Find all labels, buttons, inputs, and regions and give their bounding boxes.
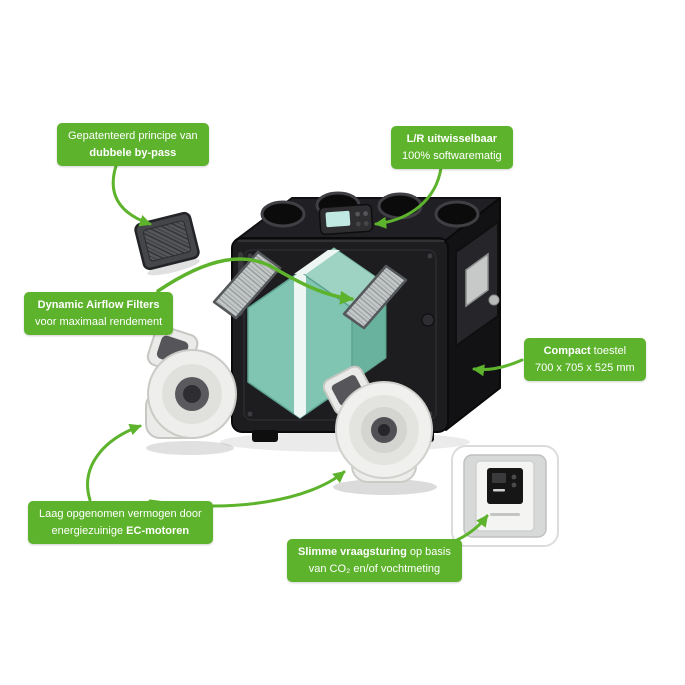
callout-compact-line1-rest: toestel	[590, 345, 627, 357]
callout-ec-motors: Laag opgenomen vermogen door energiezuin…	[28, 501, 213, 544]
callout-ec-line2-bold: EC-motoren	[126, 524, 190, 537]
callout-demand-line1-bold: Slimme vraagsturing	[298, 546, 407, 558]
hook-icon	[488, 294, 500, 306]
latch-icon	[421, 313, 435, 327]
callout-ec-line1: Laag opgenomen vermogen door	[39, 508, 202, 520]
controller-button-icon	[511, 474, 517, 480]
mounting-bracket-icon	[465, 252, 489, 308]
arrow-lr	[374, 166, 443, 229]
filter-panel-right	[342, 264, 408, 330]
air-ports	[260, 191, 480, 228]
unit-foot	[252, 430, 278, 442]
wall-controller	[451, 445, 559, 547]
callout-ec-line2-pre: energiezuinige	[51, 524, 127, 537]
air-port-icon	[434, 200, 480, 228]
callout-filters: Dynamic Airflow Filters voor maximaal re…	[24, 292, 174, 335]
arrow-filters	[156, 257, 355, 305]
display-button-icon	[355, 211, 361, 217]
screw-icon	[427, 253, 433, 259]
callout-compact-line2: 700 x 705 x 525 mm	[535, 361, 635, 374]
display-button-icon	[355, 221, 361, 227]
screw-icon	[247, 253, 253, 259]
callout-lr-line1: L/R uitwisselbaar	[406, 133, 498, 145]
display-panel	[318, 203, 374, 236]
controller-label-mark	[493, 489, 505, 492]
side-panel	[455, 221, 500, 347]
bypass-filter	[134, 211, 200, 276]
callout-filters-line2: voor maximaal rendement	[35, 315, 163, 328]
callout-lr: L/R uitwisselbaar 100% softwarematig	[391, 126, 513, 169]
controller-screen	[492, 473, 506, 483]
fan-left	[145, 325, 237, 455]
callout-bypass: Gepatenteerd principe van dubbele by-pas…	[57, 123, 209, 166]
display-button-icon	[363, 211, 369, 216]
callout-demand-line2: van CO₂ en/of vochtmeting	[308, 562, 441, 575]
fan-right	[322, 365, 437, 495]
callout-filters-line1: Dynamic Airflow Filters	[37, 299, 160, 311]
screw-icon	[247, 411, 253, 417]
controller-text-mark	[490, 513, 520, 516]
callout-bypass-line1: Gepatenteerd principe van	[68, 130, 198, 142]
exchanger-strap	[294, 272, 306, 418]
display-button-icon	[363, 221, 369, 226]
filter-panel-left	[212, 250, 282, 320]
callout-demand-line1-rest: op basis	[406, 546, 451, 558]
arrow-ec-left	[86, 423, 142, 502]
callout-demand: Slimme vraagsturing op basis van CO₂ en/…	[287, 539, 462, 582]
callout-compact-line1-bold: Compact	[543, 345, 591, 357]
air-port-icon	[377, 192, 423, 220]
display-screen	[325, 210, 351, 228]
controller-button-icon	[511, 482, 517, 488]
callout-lr-line2: 100% softwarematig	[402, 149, 502, 162]
air-port-icon	[260, 200, 306, 228]
arrow-bypass	[111, 164, 152, 227]
arrow-compact	[472, 358, 524, 377]
exchanger-strap-top	[294, 250, 340, 274]
callout-compact: Compact toestel 700 x 705 x 525 mm	[524, 338, 646, 381]
callout-bypass-line2: dubbele by-pass	[89, 146, 177, 159]
